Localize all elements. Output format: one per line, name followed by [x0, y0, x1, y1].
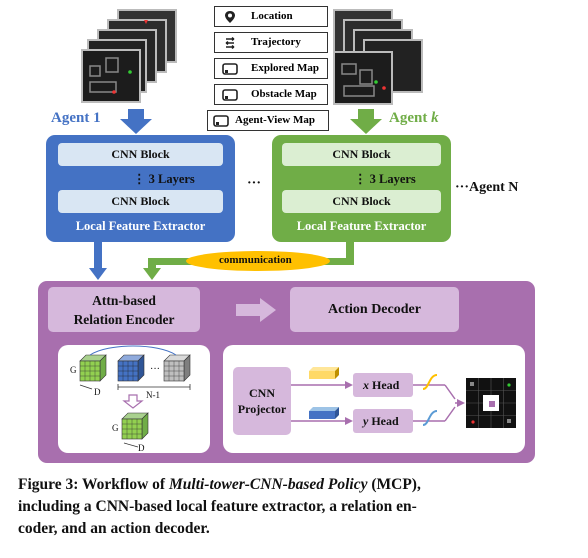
caption-line-1: Figure 3: Workflow of Multi-tower-CNN-ba… [18, 476, 421, 493]
legend-label: Obstacle Map [251, 88, 317, 100]
local-feature-extractor-agent1: CNN Block ⋮ 3 Layers CNN Block Local Fea… [46, 135, 235, 242]
legend-location: Location [214, 6, 328, 27]
arrow-right [236, 298, 276, 322]
cnn-block: CNN Block [282, 143, 441, 166]
d-label: D [94, 387, 101, 397]
ellipsis-between-agents: ··· [247, 176, 262, 191]
agent-1-label: Agent 1 [51, 110, 101, 126]
legend-obstacle-map: Obstacle Map [214, 84, 328, 105]
layers-label: ⋮ 3 Layers [354, 172, 416, 186]
local-feature-extractor-agentk: CNN Block ⋮ 3 Layers CNN Block Local Fea… [272, 135, 451, 242]
extractor-title: Local Feature Extractor [296, 219, 427, 233]
n-minus-1-label: N-1 [146, 390, 160, 400]
g-label: G [112, 423, 119, 433]
cnn-block: CNN Block [58, 143, 223, 166]
legend-trajectory: Trajectory [214, 32, 328, 53]
map-icon [213, 115, 229, 127]
arrow-agentk-down [350, 109, 382, 134]
cnn-block: CNN Block [58, 190, 223, 213]
map-icon [222, 89, 238, 101]
relation-encoder-panel: G D ··· N-1 G D [58, 345, 210, 453]
action-decoder-panel: CNN Projector [223, 345, 525, 453]
agentk-map-stack [333, 9, 423, 105]
g-label: G [70, 365, 77, 375]
communication-label: communication [219, 254, 292, 266]
d-label: D [138, 443, 145, 453]
action-decoder: Action Decoder [290, 287, 459, 332]
agent-n-label: ···Agent N [455, 180, 519, 195]
location-pin-icon [225, 11, 235, 23]
x-head-label: x Head [363, 378, 400, 392]
legend-agent-view-map: Agent-View Map [207, 110, 329, 131]
legend-explored-map: Explored Map [214, 58, 328, 79]
embedding-cubes [79, 345, 191, 448]
legend-label: Location [251, 10, 293, 22]
connectors [89, 242, 354, 280]
caption-line-3: coder, and an action decoder. [18, 520, 210, 537]
attn-relation-encoder: Attn-based Relation Encoder [48, 287, 200, 332]
extractor-title: Local Feature Extractor [75, 219, 206, 233]
caption-line-2: including a CNN-based local feature extr… [18, 498, 417, 515]
layers-label: ⋮ 3 Layers [133, 172, 195, 186]
cnn-projector: CNN Projector [233, 367, 291, 435]
legend-label: Trajectory [251, 36, 301, 48]
legend-label: Explored Map [251, 62, 319, 74]
legend-label: Agent-View Map [235, 114, 315, 126]
trajectory-icon [225, 36, 235, 50]
cnn-block: CNN Block [282, 190, 441, 213]
map-icon [222, 63, 238, 75]
agent1-map-stack [81, 9, 177, 103]
agent-k-label: Agent k [389, 110, 439, 126]
decoder-flow [291, 367, 516, 433]
figure-caption: Figure 3: Workflow of Multi-tower-CNN-ba… [18, 474, 578, 540]
ellipsis: ··· [150, 364, 160, 375]
y-head-label: y Head [363, 414, 399, 428]
arrow-agent1-down [120, 109, 152, 134]
